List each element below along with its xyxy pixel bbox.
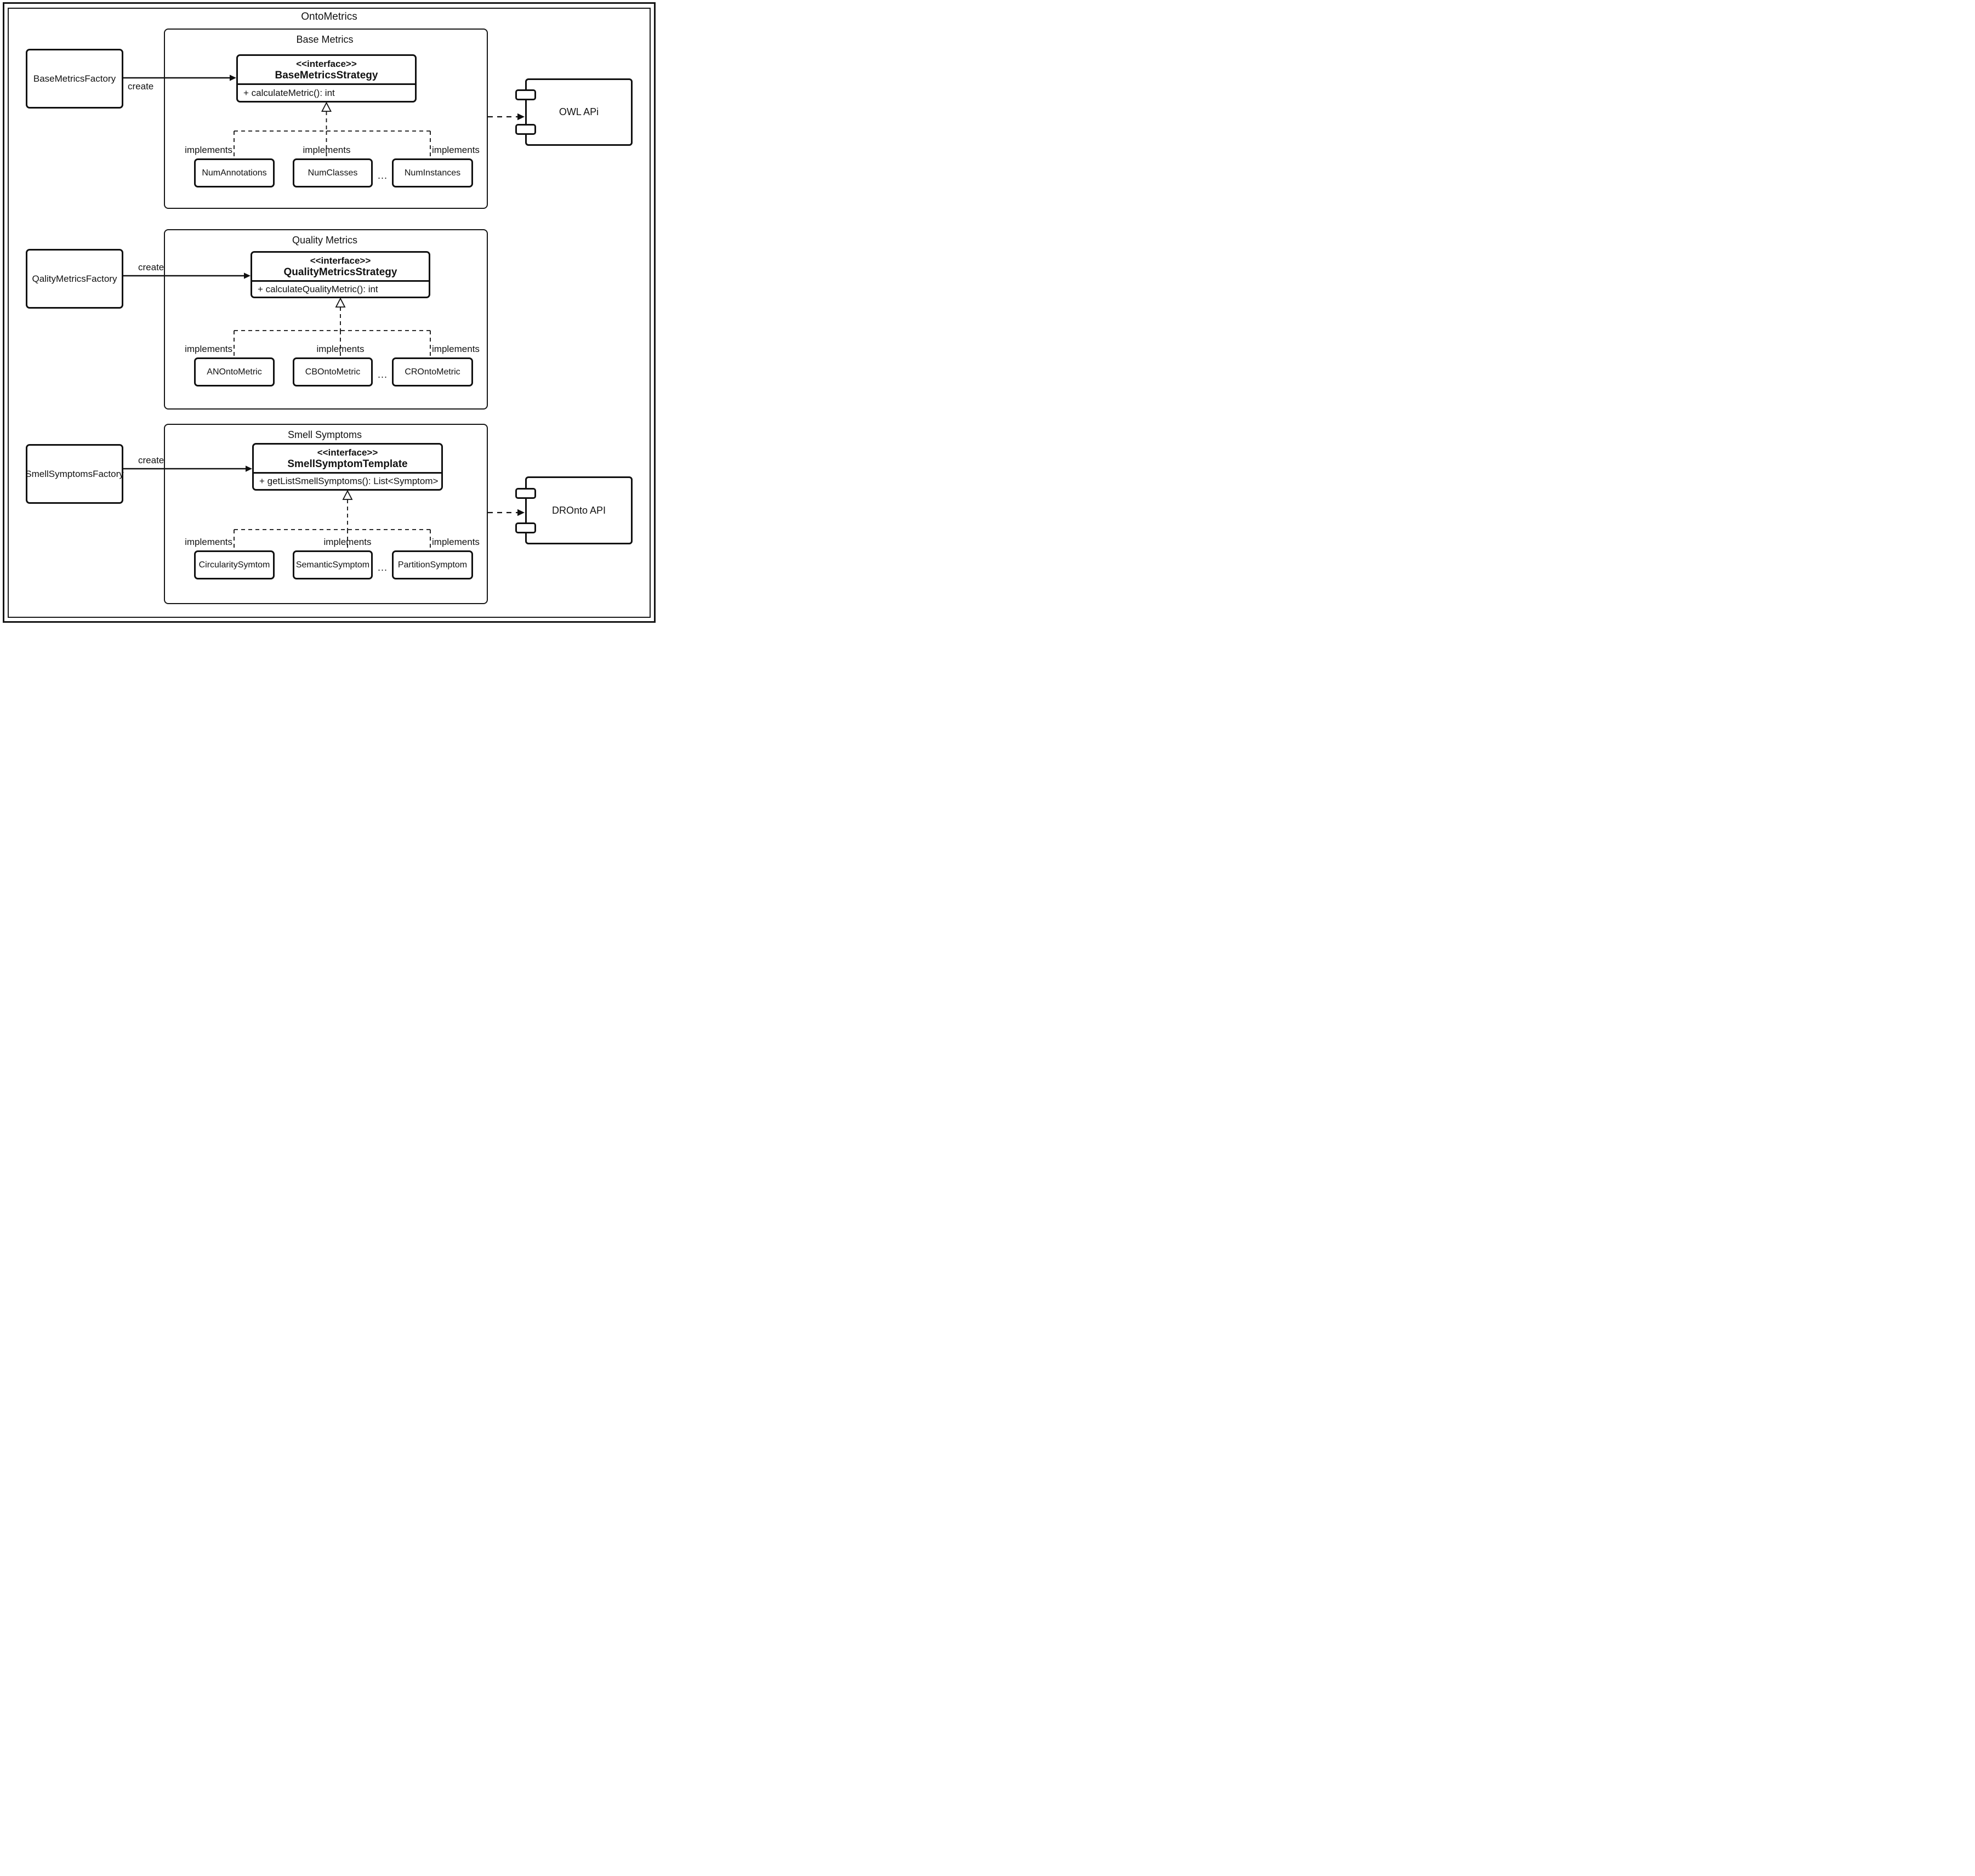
section-quality-metrics bbox=[164, 229, 488, 410]
ellipsis: ... bbox=[377, 562, 388, 573]
interface-header: <<interface>> SmellSymptomTemplate bbox=[254, 445, 441, 474]
implements-label: implements bbox=[303, 145, 351, 155]
impl-an-onto-metric: ANOntoMetric bbox=[194, 357, 275, 386]
component-owl-api: OWL APi bbox=[525, 78, 633, 146]
factory-quality-metrics: QalityMetricsFactory bbox=[26, 249, 123, 309]
interface-header: <<interface>> QualityMetricsStrategy bbox=[252, 253, 429, 282]
create-label-quality: create bbox=[138, 262, 164, 272]
outer-border bbox=[3, 2, 656, 623]
interface-base-metrics-strategy: <<interface>> BaseMetricsStrategy + calc… bbox=[236, 54, 417, 103]
impl-num-classes: NumClasses bbox=[293, 158, 373, 187]
factory-base-metrics: BaseMetricsFactory bbox=[26, 49, 123, 109]
interface-smell-symptom-template: <<interface>> SmellSymptomTemplate + get… bbox=[252, 443, 443, 491]
interface-stereotype: <<interface>> bbox=[317, 447, 378, 458]
ellipsis: ... bbox=[377, 369, 388, 380]
implements-label: implements bbox=[432, 344, 480, 354]
interface-stereotype: <<interface>> bbox=[296, 58, 357, 69]
impl-cb-onto-metric: CBOntoMetric bbox=[293, 357, 373, 386]
implements-label: implements bbox=[185, 537, 232, 547]
implements-label: implements bbox=[432, 145, 480, 155]
ellipsis: ... bbox=[377, 170, 388, 181]
interface-name: SmellSymptomTemplate bbox=[287, 458, 408, 470]
implements-label: implements bbox=[432, 537, 480, 547]
create-label-smell: create bbox=[138, 455, 164, 465]
implements-label: implements bbox=[185, 145, 232, 155]
uml-diagram-page: OntoMetrics bbox=[0, 0, 658, 626]
section-base-metrics bbox=[164, 29, 488, 209]
interface-stereotype: <<interface>> bbox=[310, 255, 371, 266]
interface-name: QualityMetricsStrategy bbox=[283, 266, 397, 278]
impl-num-instances: NumInstances bbox=[392, 158, 473, 187]
implements-label: implements bbox=[185, 344, 232, 354]
create-label-base: create bbox=[128, 81, 154, 92]
section-title-smell-symptoms: Smell Symptoms bbox=[287, 429, 362, 440]
interface-name: BaseMetricsStrategy bbox=[275, 69, 378, 81]
implements-label: implements bbox=[316, 344, 365, 354]
interface-header: <<interface>> BaseMetricsStrategy bbox=[238, 56, 415, 85]
interface-method: + getListSmellSymptoms(): List<Symptom> bbox=[259, 476, 439, 486]
interface-method: + calculateQualityMetric(): int bbox=[258, 283, 378, 294]
component-dronto-api: DROnto API bbox=[525, 476, 633, 544]
interface-method: + calculateMetric(): int bbox=[243, 87, 335, 98]
section-title-quality-metrics: Quality Metrics bbox=[292, 235, 358, 246]
component-port bbox=[515, 124, 536, 135]
factory-smell-symptoms: SmellSymptomsFactory bbox=[25, 444, 124, 504]
impl-circularity-symtom: CircularitySymtom bbox=[194, 550, 275, 579]
implements-label: implements bbox=[323, 537, 372, 547]
component-port bbox=[515, 89, 536, 100]
impl-num-annotations: NumAnnotations bbox=[194, 158, 275, 187]
component-port bbox=[515, 522, 536, 533]
impl-cr-onto-metric: CROntoMetric bbox=[392, 357, 473, 386]
component-port bbox=[515, 488, 536, 499]
interface-quality-metrics-strategy: <<interface>> QualityMetricsStrategy + c… bbox=[251, 251, 430, 298]
ontometrics-frame bbox=[8, 8, 651, 618]
section-title-base-metrics: Base Metrics bbox=[296, 34, 354, 45]
impl-partition-symptom: PartitionSymptom bbox=[392, 550, 473, 579]
section-smell-symptoms bbox=[164, 424, 488, 604]
diagram-title: OntoMetrics bbox=[301, 11, 357, 22]
impl-semantic-symptom: SemanticSymptom bbox=[293, 550, 373, 579]
